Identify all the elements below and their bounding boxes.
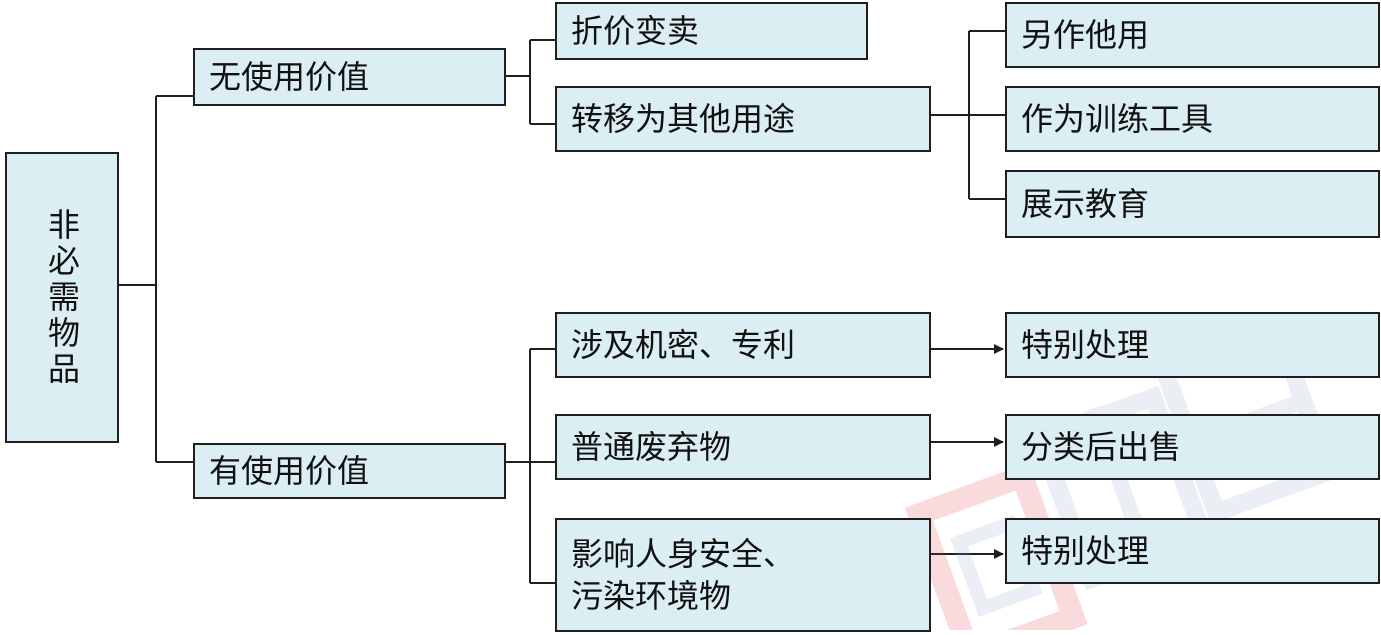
node-other-use: 另作他用 (1005, 2, 1380, 68)
node-label: 折价变卖 (571, 12, 700, 50)
node-label: 另作他用 (1021, 16, 1150, 54)
node-confidential-patent: 涉及机密、专利 (555, 312, 931, 378)
root-label: 非必需物品 (43, 207, 81, 388)
node-label: 普通废弃物 (571, 428, 732, 466)
node-display-education: 展示教育 (1005, 170, 1380, 238)
node-label: 作为训练工具 (1021, 100, 1214, 138)
root-node: 非必需物品 (5, 152, 119, 443)
branch-has-use-value: 有使用价值 (193, 443, 506, 499)
node-label: 涉及机密、专利 (571, 326, 796, 364)
result-special-handling-1: 特别处理 (1005, 312, 1380, 378)
result-label: 特别处理 (1021, 326, 1150, 364)
result-label: 分类后出售 (1021, 428, 1182, 466)
node-discount-sale: 折价变卖 (555, 2, 868, 60)
node-label: 转移为其他用途 (571, 100, 796, 138)
branch-label: 无使用价值 (209, 58, 370, 96)
node-label: 展示教育 (1021, 185, 1150, 223)
node-ordinary-waste: 普通废弃物 (555, 414, 931, 480)
node-label-line-1: 影响人身安全、 (571, 535, 796, 573)
result-special-handling-2: 特别处理 (1005, 518, 1380, 584)
node-hazardous: 影响人身安全、 污染环境物 (555, 518, 931, 632)
branch-no-use-value: 无使用价值 (193, 48, 506, 106)
result-sort-and-sell: 分类后出售 (1005, 414, 1380, 480)
result-label: 特别处理 (1021, 532, 1150, 570)
node-label-line-2: 污染环境物 (571, 577, 732, 615)
branch-label: 有使用价值 (209, 452, 370, 490)
node-repurpose: 转移为其他用途 (555, 86, 931, 152)
node-training-tool: 作为训练工具 (1005, 86, 1380, 152)
